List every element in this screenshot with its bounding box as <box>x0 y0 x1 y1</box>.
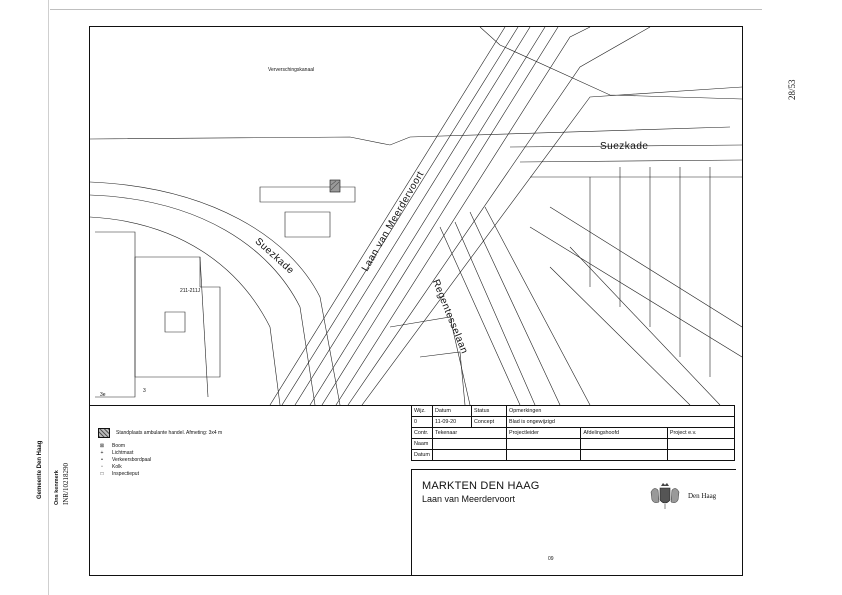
cell: Concept <box>471 416 507 428</box>
drawing-title: MARKTEN DEN HAAG <box>422 480 540 492</box>
organisation-name: Gemeente Den Haag <box>37 440 43 499</box>
drawing-subtitle: Laan van Meerdervoort <box>422 494 516 504</box>
cell: 11-09-20 <box>432 416 472 428</box>
table-row: Datum <box>411 449 736 461</box>
legend-item-stand: Standplaats ambulante handel. Afmeting: … <box>98 428 222 438</box>
revision-table: Wijz. Datum Status Opmerkingen 0 11-09-2… <box>411 405 736 461</box>
drawing-sheet <box>89 26 743 576</box>
title-block: MARKTEN DEN HAAG Laan van Meerdervoort D… <box>411 469 736 576</box>
legend-item: • Verkeersbordpaal <box>98 457 151 463</box>
cell: Naam <box>411 438 433 450</box>
legend-item: ⊠ Boom <box>98 443 125 449</box>
cell <box>505 438 582 450</box>
legend-item: ▫ Kolk <box>98 464 122 470</box>
cell <box>432 449 507 461</box>
table-row: 0 11-09-20 Concept Blad is ongewijzigd <box>411 416 735 428</box>
sheet-code: 09 <box>548 556 554 562</box>
cell <box>580 438 668 450</box>
legend-label: Inspectieput <box>112 471 139 477</box>
house-number-3e: 3e <box>100 392 106 398</box>
street-label-suezkade-right: Suezkade <box>600 141 649 152</box>
light-pole-icon: + <box>100 450 104 456</box>
city-coat-of-arms-icon <box>650 483 680 509</box>
cell <box>505 449 582 461</box>
manhole-icon: □ <box>100 471 104 477</box>
header-cell: Wijz. <box>411 405 433 417</box>
table-row: Contr. Tekenaar Projectleider Afdelingsh… <box>411 427 736 439</box>
page-number: 28/53 <box>787 79 797 100</box>
reference-label: Ons kenmerk <box>54 470 60 505</box>
drain-icon: ▫ <box>101 464 103 470</box>
legend-item: □ Inspectieput <box>98 471 139 477</box>
cell: Projectleider <box>505 427 582 439</box>
legend-label: Standplaats ambulante handel. Afmeting: … <box>116 430 223 436</box>
table-header-row: Wijz. Datum Status Opmerkingen <box>411 405 735 417</box>
legend-label: Lichtmast <box>112 450 134 456</box>
header-cell: Datum <box>432 405 472 417</box>
cell: 0 <box>411 416 433 428</box>
hatched-square-icon <box>98 428 110 438</box>
cell: Project e.v. <box>666 427 736 439</box>
cell: Tekenaar <box>432 427 507 439</box>
legend-item: + Lichtmast <box>98 450 134 456</box>
reference-value: INR/10218290 <box>62 463 70 505</box>
table-row: Naam <box>411 438 736 450</box>
cell <box>580 449 668 461</box>
cell: Contr. <box>411 427 433 439</box>
legend-label: Verkeersbordpaal <box>112 457 152 463</box>
cell <box>666 438 736 450</box>
tree-icon: ⊠ <box>99 443 105 449</box>
canal-label: Ververschingskanaal <box>268 67 315 73</box>
header-cell: Opmerkingen <box>506 405 735 417</box>
cell: Datum <box>411 449 433 461</box>
margin-divider <box>48 0 49 595</box>
cell: Afdelingshoofd <box>580 427 668 439</box>
cell <box>432 438 507 450</box>
legend-label: Kolk <box>112 464 122 470</box>
building-number-211: 211-211J <box>180 288 201 294</box>
header-cell: Status <box>471 405 507 417</box>
sign-pole-icon: • <box>101 457 103 463</box>
map-legend: Standplaats ambulante handel. Afmeting: … <box>90 405 412 576</box>
cell: Blad is ongewijzigd <box>506 416 735 428</box>
header-rule <box>50 9 762 10</box>
logo-text: Den Haag <box>688 492 717 500</box>
cell <box>666 449 736 461</box>
site-map <box>90 27 742 405</box>
legend-label: Boom <box>112 443 126 449</box>
house-number-3: 3 <box>143 388 146 394</box>
